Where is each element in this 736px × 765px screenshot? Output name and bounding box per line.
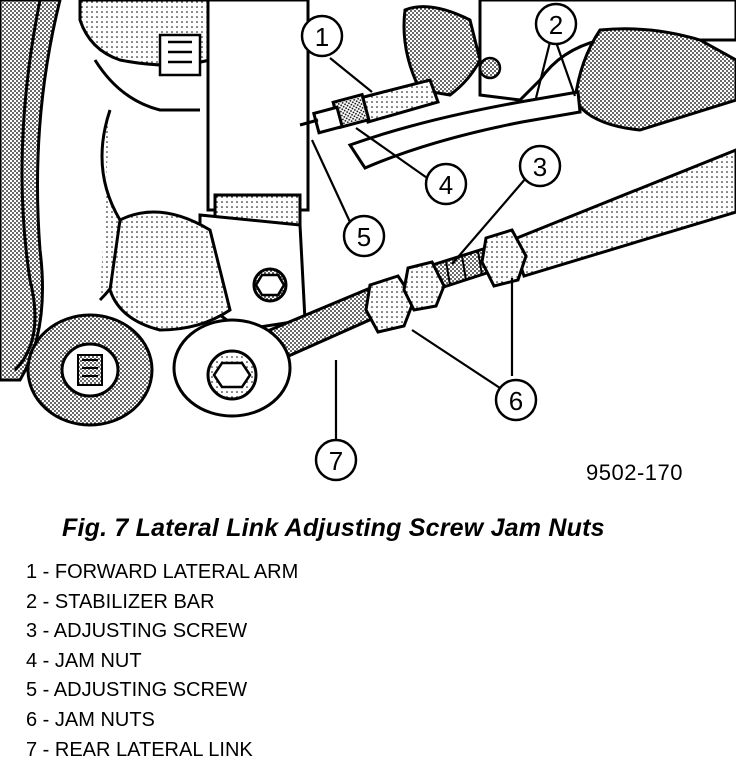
- lower-bushing: [26, 313, 154, 427]
- forward-lateral-arm: [299, 78, 440, 135]
- legend-item: 6 - JAM NUTS: [26, 708, 155, 731]
- callout-4: 4: [424, 162, 468, 206]
- callout-3-label: 3: [533, 152, 547, 182]
- legend-item: 3 - ADJUSTING SCREW: [26, 620, 248, 643]
- callout-2: 2: [534, 2, 578, 46]
- callout-3: 3: [518, 144, 562, 188]
- suspension-illustration: 1 2 3 4 5 6 7: [0, 0, 736, 482]
- figure-caption: Fig. 7 Lateral Link Adjusting Screw Jam …: [62, 514, 605, 542]
- callout-1-label: 1: [315, 22, 329, 52]
- callout-1: 1: [300, 14, 344, 58]
- callout-6: 6: [494, 378, 538, 422]
- legend-item: 7 - REAR LATERAL LINK: [26, 738, 253, 761]
- callout-7-label: 7: [329, 446, 343, 476]
- stabilizer-bar: [347, 90, 582, 170]
- callout-5: 5: [342, 214, 386, 258]
- figure-code: 9502-170: [586, 460, 683, 485]
- jam-nuts: [364, 228, 528, 334]
- leader-lines: [311, 41, 577, 446]
- legend-item: 5 - ADJUSTING SCREW: [26, 679, 248, 702]
- legend-item: 1 - FORWARD LATERAL ARM: [26, 561, 299, 583]
- legend-item: 4 - JAM NUT: [26, 649, 142, 672]
- callout-6-label: 6: [509, 386, 523, 416]
- callout-4-label: 4: [439, 170, 453, 200]
- knuckle: [108, 210, 232, 332]
- legend-list: 1 - FORWARD LATERAL ARM 2 - STABILIZER B…: [26, 558, 298, 765]
- legend-item: 2 - STABILIZER BAR: [26, 590, 215, 613]
- wheel-tire: [0, 0, 62, 382]
- callout-5-label: 5: [357, 222, 371, 252]
- callout-7: 7: [314, 438, 358, 482]
- sensor-clip: [158, 33, 202, 77]
- link-eye: [172, 318, 292, 418]
- callout-2-label: 2: [549, 10, 563, 40]
- strut-body: [206, 0, 310, 232]
